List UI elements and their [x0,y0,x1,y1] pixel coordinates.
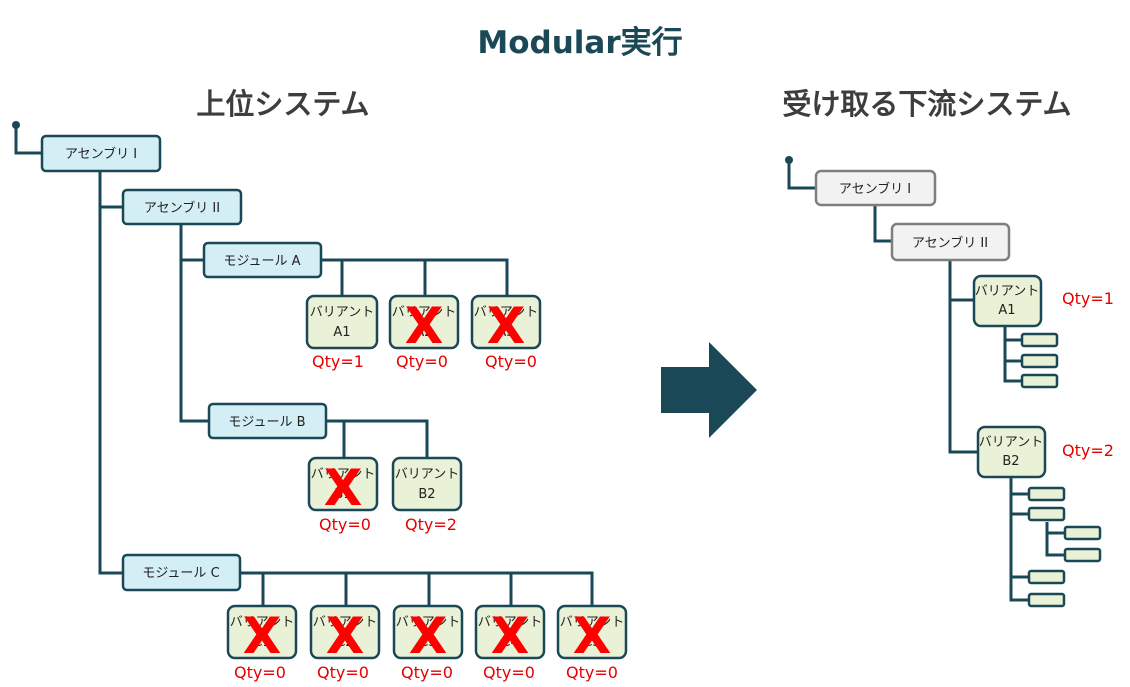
variant-qty: Qty=2 [1062,441,1114,460]
downstream-components [1020,332,1102,608]
upper-variant-c1: バリアント C1 X Qty=0 [226,604,298,682]
upper-variant-b2: バリアント B2 Qty=2 [391,456,463,534]
upper-tree-lines [12,121,594,606]
excluded-x-mark: X [491,607,530,665]
variant-qty: Qty=0 [317,663,369,682]
downstream-tree-lines [785,156,1065,602]
variant-qty: Qty=0 [401,663,453,682]
component-box [1027,486,1066,502]
excluded-x-mark: X [405,297,444,355]
variant-label: バリアント [230,615,294,630]
upper-variant-c5: バリアント C5 X Qty=0 [556,604,628,682]
upper-variant-c2: バリアント C2 X Qty=0 [309,604,381,682]
variant-code: B2 [1002,454,1019,469]
variant-qty: Qty=0 [396,352,448,371]
upper-module-c-label: モジュール C [142,566,219,581]
variant-code: A3 [497,325,514,340]
variant-qty: Qty=0 [566,663,618,682]
component-box [1027,569,1066,585]
upper-system-heading: 上位システム [196,87,369,121]
arrow-right-icon [661,342,757,438]
variant-label: バリアント [975,284,1039,299]
excluded-x-mark: X [326,607,365,665]
excluded-x-mark: X [243,607,282,665]
variant-label: バリアント [396,615,460,630]
variant-code: C4 [501,635,518,650]
downstream-assembly-1-label: アセンブリ I [839,181,911,197]
upper-module-a-label: モジュール A [223,254,300,269]
variant-label: バリアント [395,467,459,482]
variant-code: B1 [334,487,351,502]
component-box [1027,592,1066,608]
component-box [1020,353,1059,369]
upper-module-c: モジュール C [121,553,242,592]
variant-code: B2 [418,487,435,502]
downstream-variant-a1: バリアント A1 Qty=1 [972,274,1114,328]
component-box [1063,547,1102,563]
excluded-x-mark: X [324,459,363,517]
variant-qty: Qty=2 [405,515,457,534]
variant-qty: Qty=0 [319,515,371,534]
variant-label: バリアント [560,615,624,630]
variant-qty: Qty=0 [485,352,537,371]
downstream-assembly-2: アセンブリ II [890,222,1011,262]
variant-code: C5 [583,635,600,650]
upper-variant-c3: バリアント C3 X Qty=0 [392,604,464,682]
variant-label: バリアント [979,435,1043,450]
upper-variant-b1: バリアント B1 X Qty=0 [307,456,379,534]
upper-assembly-2: アセンブリ II [121,188,243,226]
variant-qty: Qty=1 [312,352,364,371]
variant-label: バリアント [392,305,456,320]
upper-variant-a3: バリアント A3 X Qty=0 [470,294,542,371]
component-box [1063,525,1102,541]
variant-qty: Qty=0 [234,663,286,682]
downstream-assembly-1: アセンブリ I [814,169,937,207]
upper-assembly-2-label: アセンブリ II [144,200,220,216]
variant-code: A1 [333,325,350,340]
upper-assembly-1-label: アセンブリ I [65,146,137,162]
upper-variant-a2: バリアント A2 X Qty=0 [388,294,460,371]
variant-qty: Qty=1 [1062,289,1114,308]
component-box [1027,506,1066,522]
downstream-system-heading: 受け取る下流システム [782,87,1071,121]
excluded-x-mark: X [409,607,448,665]
excluded-x-mark: X [573,607,612,665]
upper-module-b: モジュール B [207,402,328,440]
variant-code: C1 [253,635,270,650]
downstream-variant-b2: バリアント B2 Qty=2 [976,425,1114,479]
variant-code: C2 [336,635,353,650]
variant-code: A2 [415,325,432,340]
variant-label: バリアント [474,305,538,320]
excluded-x-mark: X [487,297,526,355]
variant-label: バリアント [478,615,542,630]
upper-variant-c4: バリアント C4 X Qty=0 [474,604,546,682]
variant-code: A1 [998,303,1015,318]
variant-code: C3 [419,635,436,650]
downstream-assembly-2-label: アセンブリ II [912,235,988,251]
variant-qty: Qty=0 [483,663,535,682]
variant-label: バリアント [310,305,374,320]
upper-assembly-1: アセンブリ I [40,134,162,173]
page-title: Modular実行 [477,25,682,61]
upper-module-a: モジュール A [202,241,323,279]
variant-label: バリアント [313,615,377,630]
variant-label: バリアント [311,467,375,482]
component-box [1020,332,1059,348]
upper-variant-a1: バリアント A1 Qty=1 [305,294,379,371]
component-box [1020,373,1059,389]
upper-module-b-label: モジュール B [228,415,305,430]
